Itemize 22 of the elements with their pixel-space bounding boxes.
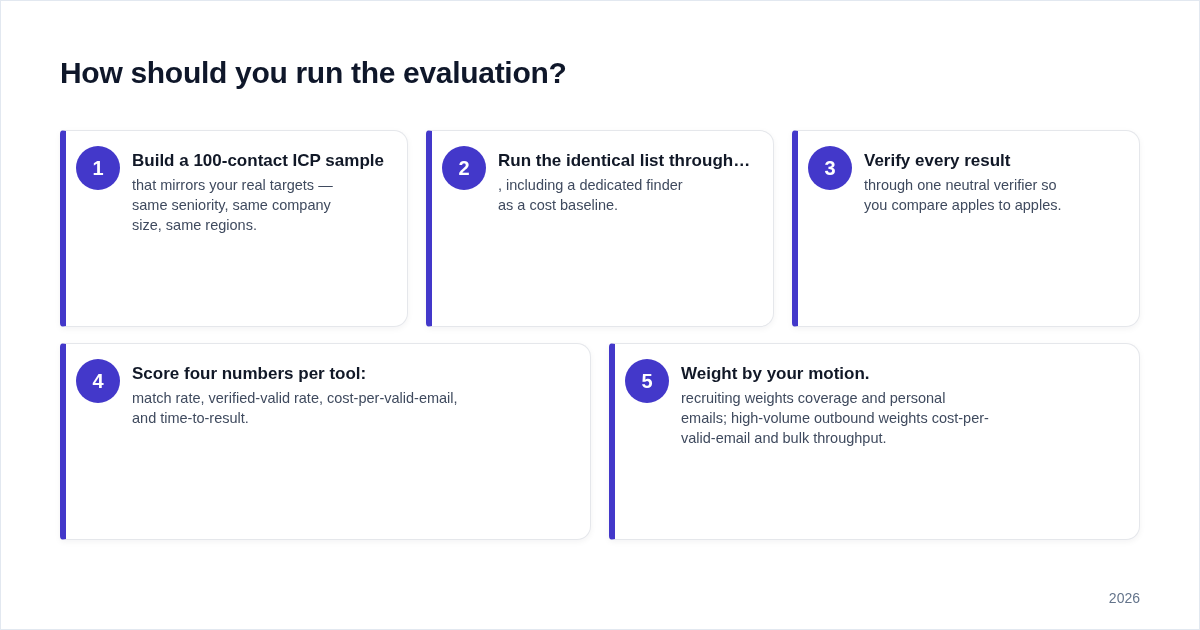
step-number: 3 <box>808 146 852 190</box>
step-card <box>792 130 1140 327</box>
step-description: , including a dedicated finder as a cost baseline. <box>498 176 684 215</box>
step-description: match rate, verified-valid rate, cost-per-valid-email, and time-to-result. <box>132 389 459 428</box>
step-card <box>426 130 774 327</box>
step-number: 2 <box>442 146 486 190</box>
step-title: Run the identical list through… <box>498 150 751 172</box>
step-number: 4 <box>76 359 120 403</box>
step-title: Verify every result <box>864 150 1011 172</box>
step-title: Score four numbers per tool: <box>132 363 367 385</box>
step-card <box>609 343 1140 540</box>
step-title: Weight by your motion. <box>681 363 870 385</box>
step-description: that mirrors your real targets — same seniority, same company size, same regions. <box>132 176 334 235</box>
step-card <box>60 130 408 327</box>
step-number: 5 <box>625 359 669 403</box>
step-description: through one neutral verifier so you compare apples to apples. <box>864 176 1063 215</box>
step-number: 1 <box>76 146 120 190</box>
step-card <box>60 343 591 540</box>
page-title: How should you run the evaluation? <box>60 56 567 90</box>
step-description: recruiting weights coverage and personal emails; high-volume outbound weights cost-per-valid-email and bulk throughput. <box>681 389 990 448</box>
year-label: 2026 <box>1108 590 1140 606</box>
step-title: Build a 100-contact ICP sample <box>132 150 384 172</box>
